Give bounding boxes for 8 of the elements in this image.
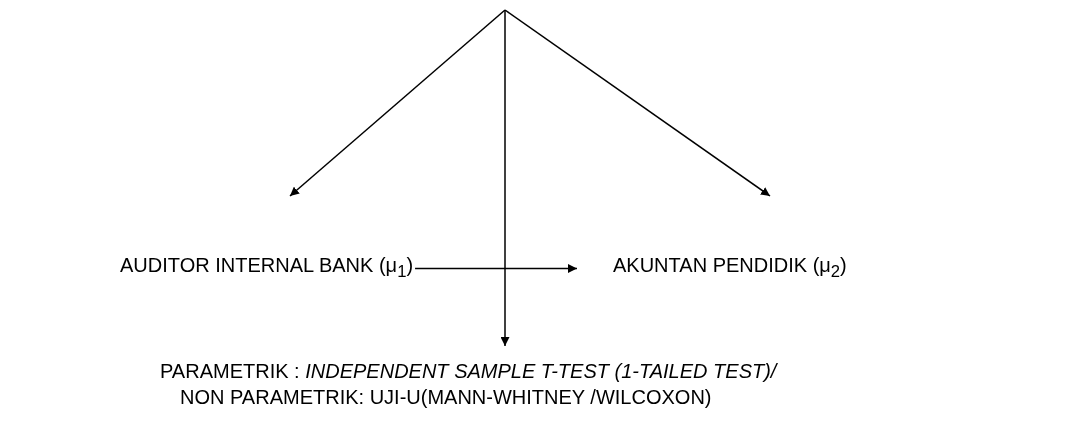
node-text: NON PARAMETRIK: UJI-U(MANN-WHITNEY /WILCOXON): [179, 385, 713, 410]
node-text: PARAMETRIK : INDEPENDENT SAMPLE T-TEST (1-TAILED TEST)/: [160, 359, 777, 384]
arrow: [289, 9, 506, 197]
node-text: AUDITOR INTERNAL BANK (μ$_{1}$): [120, 253, 414, 283]
arrow: [500, 9, 510, 347]
arrow: [504, 9, 771, 197]
arrow: [414, 264, 578, 273]
node-text: AKUNTAN PENDIDIK (μ$_{2}$): [613, 253, 847, 283]
